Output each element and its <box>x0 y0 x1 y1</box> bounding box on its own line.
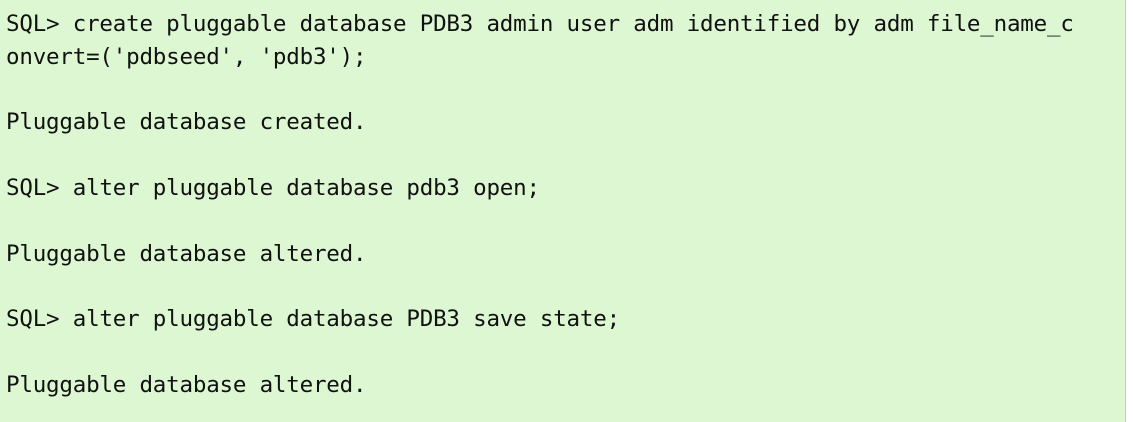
output-created: Pluggable database created. <box>6 109 367 136</box>
output-altered-open: Pluggable database altered. <box>6 240 367 267</box>
output-altered-save-state: Pluggable database altered. <box>6 371 367 398</box>
blank-line <box>6 139 1125 172</box>
command-line-save-state: SQL> alter pluggable database PDB3 save … <box>6 306 620 333</box>
command-line-open: SQL> alter pluggable database pdb3 open; <box>6 174 540 201</box>
blank-line <box>6 270 1125 303</box>
blank-line <box>6 336 1125 369</box>
blank-line <box>6 74 1125 107</box>
command-line-create-1: SQL> create pluggable database PDB3 admi… <box>6 11 1074 37</box>
blank-line <box>6 205 1125 238</box>
command-line-create-2: onvert=('pdbseed', 'pdb3'); <box>6 43 367 70</box>
